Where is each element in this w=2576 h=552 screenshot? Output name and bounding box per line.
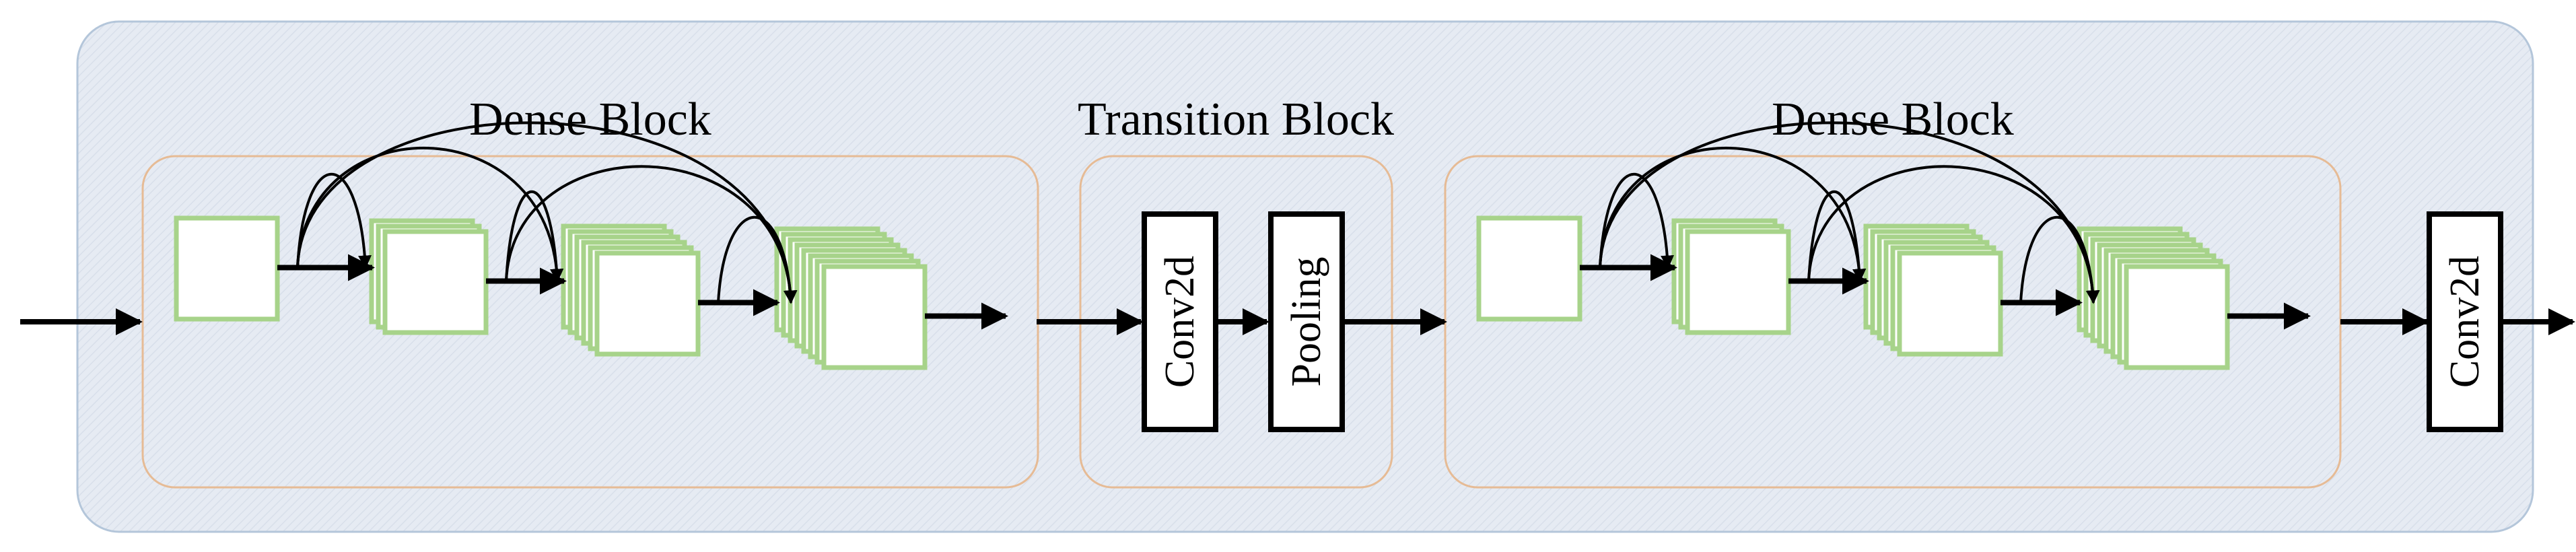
dense-connection-arc bbox=[1807, 191, 1866, 283]
final-conv2d-label: Conv2d bbox=[2442, 256, 2488, 388]
dense-block-2-title: Dense Block bbox=[1772, 94, 2014, 145]
dense-connection-arc bbox=[296, 147, 564, 283]
transition-block-title: Transition Block bbox=[1078, 94, 1394, 145]
feature-map bbox=[1897, 250, 2003, 357]
final-conv2d-box bbox=[2427, 211, 2503, 432]
dense-connection-arc bbox=[717, 216, 797, 304]
feature-map bbox=[594, 250, 701, 357]
feature-map bbox=[2124, 264, 2230, 370]
dense-block-2 bbox=[1476, 121, 2311, 370]
dense-connection-arc bbox=[505, 191, 563, 283]
dense-connection-arc bbox=[296, 172, 372, 269]
transition-conv2d-box bbox=[1142, 211, 1218, 432]
feature-map bbox=[174, 215, 280, 322]
transition-conv2d-label: Conv2d bbox=[1157, 256, 1203, 388]
dense-connection-arc bbox=[1599, 172, 1675, 269]
dense-block-1 bbox=[174, 121, 1008, 370]
pooling-label: Pooling bbox=[1284, 257, 1329, 387]
dense-connection-arc bbox=[1599, 121, 2100, 304]
dense-connection-arc bbox=[505, 165, 798, 304]
feature-map bbox=[821, 264, 928, 370]
dense-connection-arc bbox=[1807, 165, 2100, 304]
pooling-box bbox=[1268, 211, 1345, 432]
dense-connection-arc bbox=[2019, 216, 2099, 304]
feature-map bbox=[382, 229, 489, 335]
feature-map bbox=[1476, 215, 1582, 322]
dense-connection-arc bbox=[1599, 147, 1867, 283]
dense-connection-arc bbox=[296, 121, 798, 304]
dense-block-1-title: Dense Block bbox=[469, 94, 711, 145]
feature-map bbox=[1685, 229, 1791, 335]
